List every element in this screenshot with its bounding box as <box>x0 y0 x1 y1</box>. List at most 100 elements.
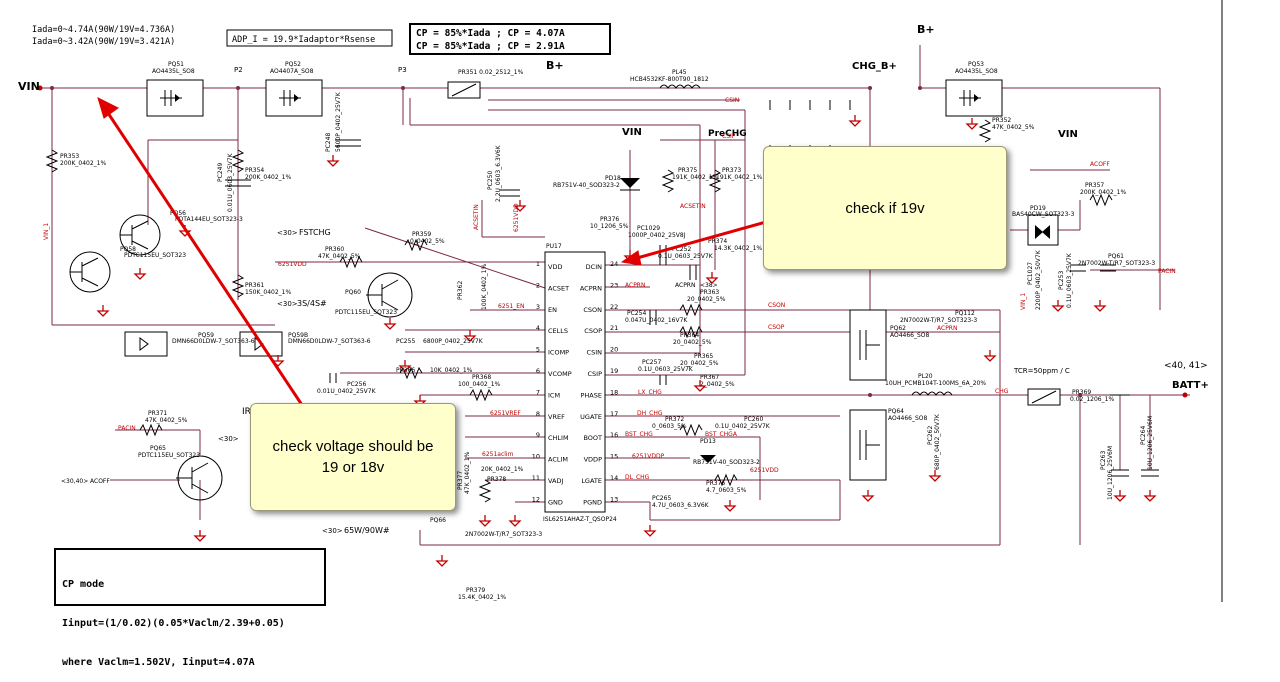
pr376-ref: PR376 <box>600 216 619 223</box>
pq59b-ref: PQ59B <box>288 332 308 339</box>
ic-pin-number: 16 <box>610 431 618 439</box>
pq65-part: PDTC115EU_SOT323 <box>138 452 200 459</box>
pr361-value: 150K_0402_1% <box>245 289 291 296</box>
pq51-mosfet <box>146 79 204 117</box>
pr361-ref: PR361 <box>245 282 264 289</box>
pc256-value: 0.01U_0402_25V7K <box>317 388 377 395</box>
callout-check-19v-text: check if 19v <box>845 199 925 217</box>
ic-pin-number: 17 <box>610 410 618 418</box>
net-dh-chg: DH_CHG <box>637 410 663 417</box>
prechg-label: PreCHG <box>708 129 747 139</box>
net-acoff-2: ACOFF <box>90 478 110 485</box>
pq60-part: PDTC115EU_SOT323 <box>335 309 397 316</box>
pr359-value: 0_0402_5% <box>410 238 445 245</box>
net-bst-chga: BST_CHGA <box>705 431 738 438</box>
pr371-value: 47K_0402_5% <box>145 417 188 424</box>
pq64-part: AO4466_SO8 <box>888 415 928 422</box>
pc260-ref: PC260 <box>744 416 763 423</box>
pr354-value: 200K_0402_1% <box>245 174 291 181</box>
pc264-value: 10U_1206_25V6M <box>1147 416 1154 470</box>
net-lx-chg: LX_CHG <box>638 389 662 396</box>
pd18-part: RB751V-40_SOD323-2 <box>553 182 620 189</box>
ic-pin-name: PHASE <box>581 391 603 399</box>
pc257-value: 0.1U_0603_25V7K <box>638 366 694 373</box>
pq59-part: DMN66D0LDW-7_SOT363-6 <box>172 338 255 345</box>
pr374-value: 14.3K_0402_1% <box>714 245 762 252</box>
pr359-ref: PR359 <box>412 231 431 238</box>
net-cson: CSON <box>768 302 785 309</box>
fstchg-ref: <30> <box>277 229 298 237</box>
ic-part: ISL6251AHAZ-T_QSOP24 <box>543 516 617 523</box>
ic-pin-name: LGATE <box>581 477 602 485</box>
ic-pin-number: 23 <box>610 281 618 289</box>
pl20-ref: PL20 <box>918 373 933 380</box>
net-chg: CHG <box>995 388 1009 395</box>
pq61-part: 2N7002W-T/R7_SOT323-3 <box>1078 260 1155 267</box>
pq58-ref: PQ58 <box>120 246 136 253</box>
pq58-part: PDTC115EU_SOT323 <box>124 252 186 259</box>
pr368-ref: PR368 <box>472 374 491 381</box>
pq65-ref: PQ65 <box>150 445 166 452</box>
pl45-ref: PL45 <box>672 69 687 76</box>
net-vin1-b: VIN_1 <box>1020 293 1027 310</box>
pl20-inductor <box>911 391 953 396</box>
pq61-ref: PQ61 <box>1108 253 1124 260</box>
pr367-value: 2_0402_5% <box>700 381 735 388</box>
ic-pin-name: DCIN <box>586 263 602 271</box>
ic-pin-number: 14 <box>610 474 618 482</box>
ic-pin-number: 6 <box>536 367 540 375</box>
pd18-ref: PD18 <box>605 175 621 182</box>
ic-pin-number: 13 <box>610 495 618 503</box>
batt-ref-label: <40, 41> <box>1164 361 1208 371</box>
pc1027-ref: PC1027 <box>1027 262 1034 285</box>
ic-pin-name: CSOP <box>584 327 602 335</box>
vin-label-3: VIN <box>1058 129 1078 140</box>
pr375-ref: PR375 <box>678 167 697 174</box>
bjt-transistors <box>69 214 413 501</box>
ic-pin-name: CSON <box>583 306 602 314</box>
pc250-ref: PC250 <box>487 171 494 190</box>
net-6251vdd-3: 6251VDD <box>750 467 779 474</box>
ic-pin-name: CSIN <box>587 349 603 357</box>
ic-pin-name: VDD <box>548 263 562 271</box>
ic-pin-number: 19 <box>610 367 618 375</box>
pc257-ref: PC257 <box>642 359 661 366</box>
pq64-ref: PQ64 <box>888 408 904 415</box>
pr365-value: 20_0402_5% <box>680 360 719 367</box>
pq52-ref: PQ52 <box>285 61 301 68</box>
pr351-label: PR351 0.02_2512_1% <box>458 69 524 76</box>
pq52-part: AO4407A_SO8 <box>270 68 314 75</box>
pq66-part: 2N7002W-T/R7_SOT323-3 <box>465 531 542 538</box>
pr379-value: 15.4K_0402_1% <box>458 594 506 601</box>
net-65w90w: 65W/90W# <box>344 526 390 535</box>
pc249-ref: PC249 <box>217 163 224 182</box>
pc1029-ref: PC1029 <box>637 225 660 232</box>
vin-label-2: VIN <box>622 127 642 138</box>
net-6251vddp: 6251VDDP <box>632 453 665 460</box>
pd13-ref: PD13 <box>700 438 716 445</box>
pr378-value: 20K_0402_1% <box>481 466 524 473</box>
net-csin: CSIN <box>725 97 739 104</box>
ic-pin-number: 11 <box>532 474 540 482</box>
ic-pu17 <box>544 251 606 513</box>
pr357-value: 200K_0402_1% <box>1080 189 1126 196</box>
pr373-ref: PR373 <box>722 167 741 174</box>
pc252-ref: PC252 <box>672 246 691 253</box>
resistor-symbols <box>45 119 1113 503</box>
net-acprn-ref: <38> <box>700 282 718 289</box>
pc265-ref: PC265 <box>652 495 671 502</box>
w65-ref: <30> <box>322 527 343 535</box>
pc264-ref: PC264 <box>1140 426 1147 445</box>
pq53-ref: PQ53 <box>968 61 984 68</box>
pc253-value: 0.1U_0603_25V7K <box>1066 252 1073 308</box>
pq112-ref: PQ112 <box>955 310 975 317</box>
pc260-value: 0.1U_0402_25V7K <box>715 423 771 430</box>
pd19-ref: PD19 <box>1030 205 1046 212</box>
pq53-part: AO4435L_SO8 <box>955 68 998 75</box>
pr369-value: 0.02_1206_1% <box>1070 396 1114 403</box>
cp-mode-line2: where Vaclm=1.502V, Iinput=4.07A <box>62 657 255 668</box>
pq62-part: AO4466_SO8 <box>890 332 930 339</box>
pq60-ref: PQ60 <box>345 289 361 296</box>
junction-dots <box>37 85 1188 398</box>
ic-pin-name: EN <box>548 306 557 314</box>
